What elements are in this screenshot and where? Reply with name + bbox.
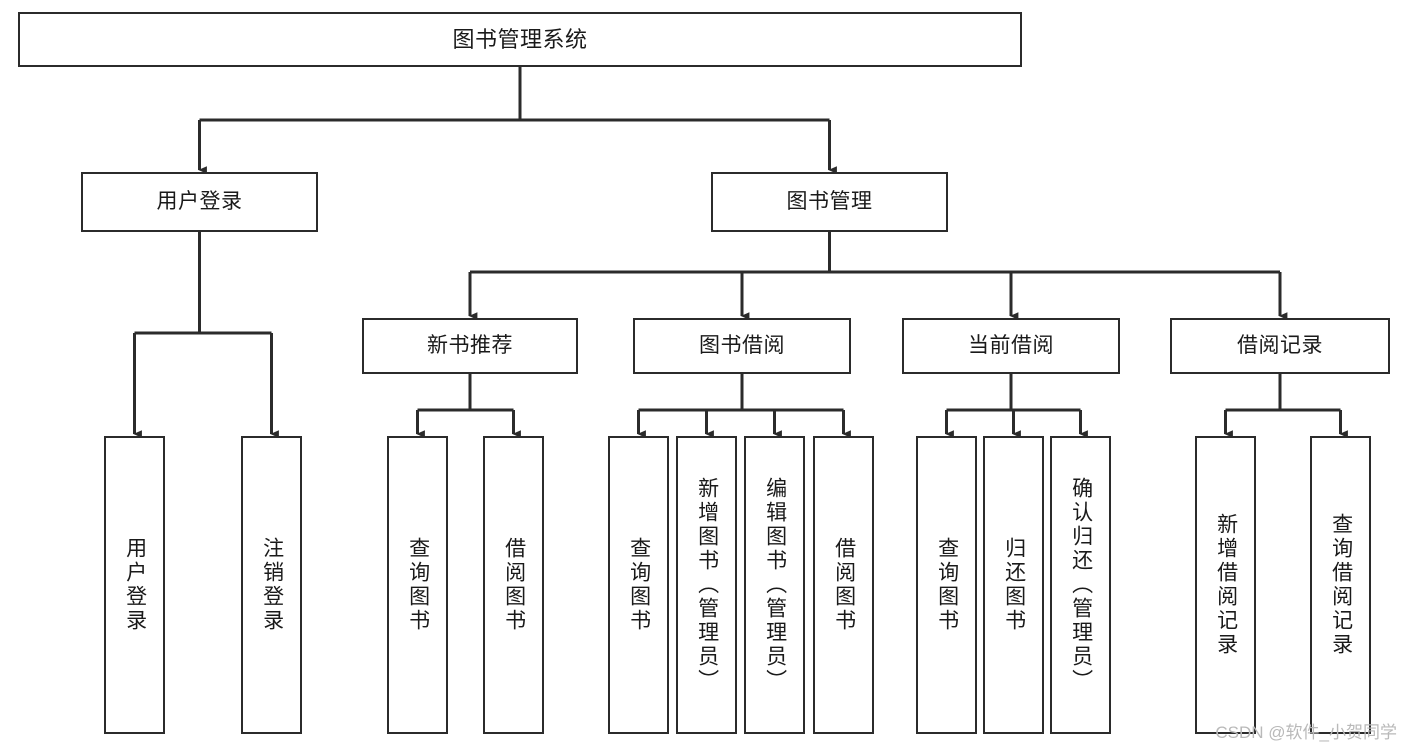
node-label: 用户登录	[156, 189, 243, 213]
node-book-manage[interactable]: 图书管理	[711, 172, 948, 232]
node-label: 查询图书	[935, 537, 959, 633]
node-leaf-query-record[interactable]: 查询借阅记录	[1310, 436, 1371, 734]
node-current-borrow[interactable]: 当前借阅	[902, 318, 1120, 374]
node-user-login[interactable]: 用户登录	[81, 172, 318, 232]
node-new-book-recommend[interactable]: 新书推荐	[362, 318, 578, 374]
node-leaf-user-logout[interactable]: 注销登录	[241, 436, 302, 734]
node-leaf-add-record[interactable]: 新增借阅记录	[1195, 436, 1256, 734]
node-label: 归还图书	[1002, 537, 1026, 633]
node-label: 图书管理系统	[452, 26, 588, 52]
node-leaf-query-book-2[interactable]: 查询图书	[608, 436, 669, 734]
node-label: 借阅记录	[1237, 333, 1323, 357]
node-root[interactable]: 图书管理系统	[18, 12, 1022, 67]
node-label: 注销登录	[260, 537, 284, 633]
node-label: 用户登录	[123, 537, 147, 633]
node-leaf-confirm-return[interactable]: 确认归还（管理员）	[1050, 436, 1111, 734]
node-label: 借阅图书	[832, 537, 856, 633]
node-label: 图书借阅	[699, 333, 785, 357]
node-label: 当前借阅	[968, 333, 1054, 357]
watermark-text: CSDN @软件_小贺同学	[1215, 723, 1397, 742]
node-leaf-add-book[interactable]: 新增图书（管理员）	[676, 436, 737, 734]
node-label: 查询图书	[406, 537, 430, 633]
node-label: 图书管理	[786, 189, 873, 213]
node-leaf-user-login[interactable]: 用户登录	[104, 436, 165, 734]
node-label: 查询借阅记录	[1329, 513, 1353, 657]
node-book-borrow[interactable]: 图书借阅	[633, 318, 851, 374]
node-leaf-borrow-book-2[interactable]: 借阅图书	[813, 436, 874, 734]
node-leaf-edit-book[interactable]: 编辑图书（管理员）	[744, 436, 805, 734]
node-label: 查询图书	[627, 537, 651, 633]
node-leaf-return-book[interactable]: 归还图书	[983, 436, 1044, 734]
node-borrow-record[interactable]: 借阅记录	[1170, 318, 1390, 374]
node-label: 确认归还（管理员）	[1069, 477, 1093, 693]
node-leaf-query-book-3[interactable]: 查询图书	[916, 436, 977, 734]
node-label: 借阅图书	[502, 537, 526, 633]
node-leaf-borrow-book-1[interactable]: 借阅图书	[483, 436, 544, 734]
node-label: 新书推荐	[427, 333, 513, 357]
node-leaf-query-book-1[interactable]: 查询图书	[387, 436, 448, 734]
node-label: 新增借阅记录	[1214, 513, 1238, 657]
node-label: 新增图书（管理员）	[695, 477, 719, 693]
node-label: 编辑图书（管理员）	[763, 477, 787, 693]
